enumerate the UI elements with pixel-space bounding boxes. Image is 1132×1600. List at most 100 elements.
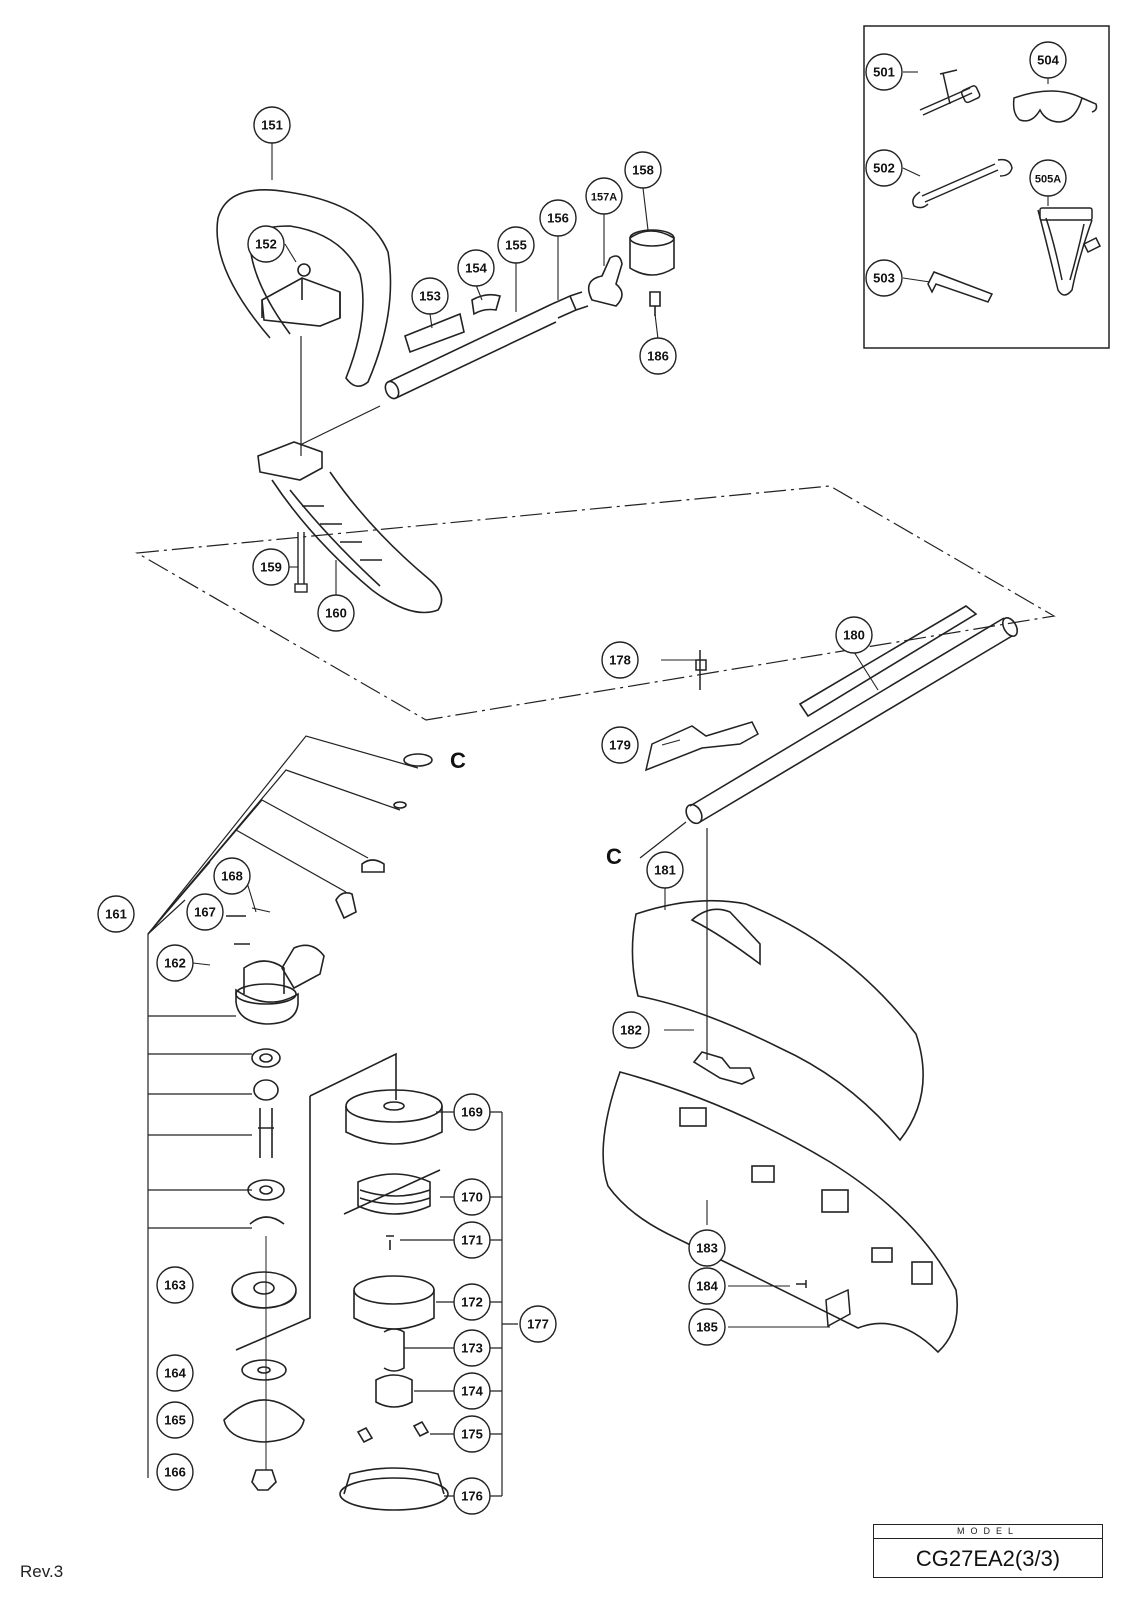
- revision-label: Rev.3: [20, 1562, 64, 1581]
- callout-174: 174: [453, 1372, 491, 1410]
- callout-156: 156: [539, 199, 577, 237]
- handle-bar-drawing: [257, 441, 443, 614]
- callout-circle: [1029, 41, 1067, 79]
- callout-151: 151: [253, 106, 291, 144]
- callout-label: 157A: [591, 192, 617, 204]
- callout-circle: [156, 1354, 194, 1392]
- hex-key-drawing: [927, 271, 994, 303]
- callout-circle: [156, 944, 194, 982]
- handle-pipe-drawing: [384, 229, 675, 400]
- callout-181: 181: [646, 851, 684, 889]
- callout-label: 166: [164, 1465, 186, 1480]
- leader-lines: [192, 71, 1049, 1328]
- callout-152: 152: [247, 225, 285, 263]
- callout-circle: [865, 149, 903, 187]
- model-caption: MODEL: [874, 1525, 1102, 1539]
- callout-circle: [646, 851, 684, 889]
- callout-circle: [539, 199, 577, 237]
- callout-circle: [865, 53, 903, 91]
- callout-504: 504: [1029, 41, 1067, 79]
- callout-170: 170: [453, 1178, 491, 1216]
- callout-162: 162: [156, 944, 194, 982]
- callout-168: 168: [213, 857, 251, 895]
- callout-circle: [865, 259, 903, 297]
- callout-171: 171: [453, 1221, 491, 1259]
- callout-label: 179: [609, 738, 631, 753]
- callout-501: 501: [865, 53, 903, 91]
- callout-label: 162: [164, 956, 186, 971]
- callout-circle: [457, 249, 495, 287]
- callout-circle: [453, 1093, 491, 1131]
- callout-circle: [252, 548, 290, 586]
- gear-case-drawing: [226, 753, 433, 1025]
- callout-label: 183: [696, 1241, 718, 1256]
- callout-175: 175: [453, 1415, 491, 1453]
- connection-mark-lower: C: [606, 844, 622, 869]
- callout-circle: [97, 895, 135, 933]
- callout-153: 153: [411, 277, 449, 315]
- callout-label: 501: [873, 65, 895, 80]
- callout-184: 184: [688, 1267, 726, 1305]
- callout-505A: 505A: [1029, 159, 1067, 197]
- callout-label: 180: [843, 628, 865, 643]
- callout-159: 159: [252, 548, 290, 586]
- callout-circle: [585, 177, 623, 215]
- harness-drawing: [1037, 207, 1102, 296]
- callout-179: 179: [601, 726, 639, 764]
- bolt-159-drawing: [294, 532, 308, 593]
- callout-label: 177: [527, 1317, 549, 1332]
- callout-154: 154: [457, 249, 495, 287]
- callout-502: 502: [865, 149, 903, 187]
- callout-circle: [688, 1308, 726, 1346]
- callout-label: 172: [461, 1295, 483, 1310]
- callout-label: 168: [221, 869, 243, 884]
- callout-circle: [453, 1178, 491, 1216]
- callout-circle: [411, 277, 449, 315]
- callout-177: 177: [519, 1305, 557, 1343]
- callout-label: 163: [164, 1278, 186, 1293]
- callout-label: 185: [696, 1320, 718, 1335]
- callout-label: 178: [609, 653, 631, 668]
- shaft-drawing: [685, 605, 1019, 825]
- callout-176: 176: [453, 1477, 491, 1515]
- accessories-box: [863, 25, 1110, 349]
- model-code: CG27EA2(3/3): [915, 1546, 1061, 1571]
- callout-180: 180: [835, 616, 873, 654]
- callout-182: 182: [612, 1011, 650, 1049]
- model-title-block: MODEL CG27EA2(3/3): [873, 1524, 1103, 1578]
- socket-wrench-drawing: [919, 69, 981, 116]
- callout-label: 158: [632, 163, 654, 178]
- callout-circle: [835, 616, 873, 654]
- callout-167: 167: [186, 893, 224, 931]
- connection-mark-upper: C: [450, 748, 466, 773]
- callout-circle: [453, 1283, 491, 1321]
- callout-label: 154: [465, 261, 487, 276]
- callout-185: 185: [688, 1308, 726, 1346]
- callout-label: 165: [164, 1413, 186, 1428]
- callout-label: 503: [873, 271, 895, 286]
- callout-circle: [601, 641, 639, 679]
- loop-handle-drawing: [216, 189, 392, 387]
- callout-circle: [688, 1229, 726, 1267]
- callout-label: 174: [461, 1384, 483, 1399]
- callout-circle: [519, 1305, 557, 1343]
- callout-163: 163: [156, 1266, 194, 1304]
- callout-label: 186: [647, 349, 669, 364]
- callout-label: 160: [325, 606, 347, 621]
- callout-label: 502: [873, 161, 895, 176]
- callout-155: 155: [497, 226, 535, 264]
- callout-circle: [253, 106, 291, 144]
- callout-172: 172: [453, 1283, 491, 1321]
- callout-label: 173: [461, 1341, 483, 1356]
- callout-157A: 157A: [585, 177, 623, 215]
- callout-label: 161: [105, 907, 127, 922]
- nylon-cutter-drawing: [235, 1052, 449, 1511]
- callout-label: 176: [461, 1489, 483, 1504]
- callout-161: 161: [97, 895, 135, 933]
- callout-label: 169: [461, 1105, 483, 1120]
- callout-circle: [453, 1329, 491, 1367]
- callout-186: 186: [639, 337, 677, 375]
- callout-183: 183: [688, 1229, 726, 1267]
